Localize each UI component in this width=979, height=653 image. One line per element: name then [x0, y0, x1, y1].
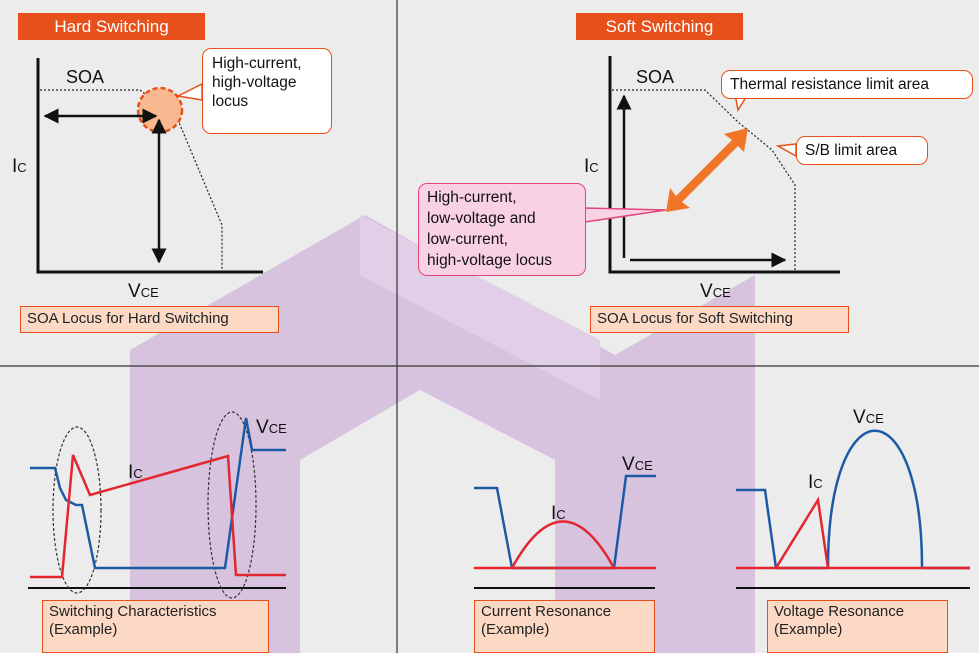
- soft-callout-line-4: high-voltage locus: [427, 252, 552, 269]
- current-res-ic-trace: [510, 520, 616, 569]
- soft-callout-line-2: low-voltage and: [427, 210, 536, 227]
- soft-ic-axis-label: IC: [584, 156, 599, 177]
- sb-limit-callout: S/B limit area: [796, 136, 928, 165]
- voltage-res-ic-label: IC: [808, 472, 823, 493]
- switching-caption-line-2: (Example): [49, 621, 118, 638]
- switching-vce-label: VCE: [256, 417, 287, 438]
- switching-vce-trace: [30, 417, 286, 570]
- switching-ic-label: IC: [128, 462, 143, 483]
- voltage-res-vce-label: VCE: [853, 407, 884, 428]
- sb-callout-pointer: [775, 143, 797, 158]
- switching-caption: Switching Characteristics (Example): [42, 600, 269, 653]
- hard-callout-line-3: locus: [212, 93, 249, 110]
- hard-soa-caption: SOA Locus for Hard Switching: [20, 306, 279, 333]
- switching-ic-trace: [30, 454, 286, 579]
- hard-callout-line-2: high-voltage: [212, 74, 297, 91]
- soft-locus-double-arrow: [666, 128, 748, 212]
- voltage-res-ic-trace: [774, 496, 830, 569]
- hard-callout-line-1: High-current,: [212, 55, 302, 72]
- hard-locus-callout: High-current, high-voltage locus: [202, 48, 332, 134]
- soft-callout-pointer: [584, 207, 667, 223]
- turn-on-ellipse: [52, 426, 102, 594]
- voltage-res-caption-line-1: Voltage Resonance: [774, 603, 905, 620]
- soft-soa-label: SOA: [636, 67, 674, 87]
- hard-callout-pointer: [175, 82, 203, 101]
- hard-vce-axis-label: VCE: [128, 281, 159, 302]
- soft-soa-axes: [608, 56, 840, 274]
- current-res-caption-line-2: (Example): [481, 621, 550, 638]
- turn-off-ellipse: [207, 411, 257, 599]
- voltage-res-vce-trace: [826, 429, 924, 569]
- soft-callout-line-1: High-current,: [427, 189, 517, 206]
- current-res-vce-label: VCE: [622, 454, 653, 475]
- soft-switching-title: Soft Switching: [576, 13, 743, 40]
- hard-switching-title: Hard Switching: [18, 13, 205, 40]
- soft-vce-axis-label: VCE: [700, 281, 731, 302]
- soft-soa-boundary: [612, 89, 796, 272]
- soft-callout-line-3: low-current,: [427, 231, 508, 248]
- soft-locus-callout: High-current, low-voltage and low-curren…: [418, 183, 586, 276]
- switching-caption-line-1: Switching Characteristics: [49, 603, 217, 620]
- hard-soa-label: SOA: [66, 67, 104, 87]
- thermal-limit-callout: Thermal resistance limit area: [721, 70, 973, 99]
- voltage-res-caption: Voltage Resonance (Example): [767, 600, 948, 653]
- hard-soa-axes: [36, 58, 263, 274]
- hard-ic-axis-label: IC: [12, 156, 27, 177]
- current-res-caption-line-1: Current Resonance: [481, 603, 612, 620]
- current-res-caption: Current Resonance (Example): [474, 600, 655, 653]
- soft-soa-caption: SOA Locus for Soft Switching: [590, 306, 849, 333]
- current-res-ic-label: IC: [551, 503, 566, 524]
- voltage-res-caption-line-2: (Example): [774, 621, 843, 638]
- hard-soa-boundary: [40, 89, 223, 272]
